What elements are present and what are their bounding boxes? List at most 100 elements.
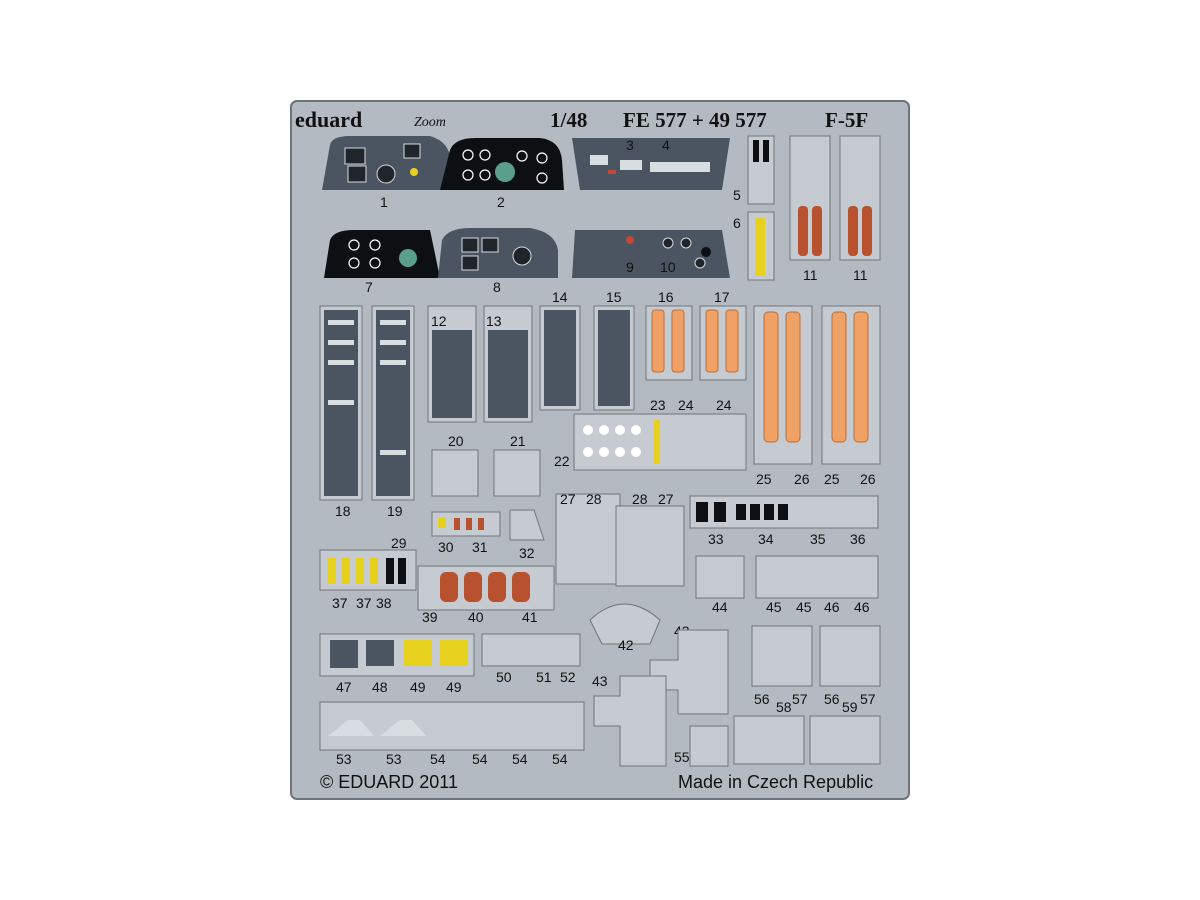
part-14-panel — [539, 305, 581, 411]
part-label-51: 51 — [536, 669, 552, 685]
part-label-45a: 45 — [766, 599, 782, 615]
catalog-number: FE 577 + 49 577 — [623, 108, 767, 132]
part-label-43b: 43 — [592, 673, 608, 689]
part-label-39: 39 — [422, 609, 438, 625]
part-label-14: 14 — [552, 289, 568, 305]
part-22-24-buckles — [573, 413, 747, 471]
part-56-57-panels-b — [819, 625, 881, 687]
part-label-19: 19 — [387, 503, 403, 519]
part-label-47: 47 — [336, 679, 352, 695]
part-8-instrument-panel — [438, 228, 558, 278]
part-15-panel — [593, 305, 635, 411]
part-58-hinge — [733, 715, 805, 765]
part-9-10-console — [572, 230, 730, 278]
model-name: F-5F — [825, 108, 868, 132]
part-label-16: 16 — [658, 289, 674, 305]
part-label-26b: 26 — [860, 471, 876, 487]
part-label-46a: 46 — [824, 599, 840, 615]
part-37-38-plates — [319, 549, 417, 591]
part-label-13: 13 — [486, 313, 502, 329]
part-label-54d: 54 — [552, 751, 568, 767]
part-label-52: 52 — [560, 669, 576, 685]
part-label-10: 10 — [660, 259, 676, 275]
part-label-36: 36 — [850, 531, 866, 547]
part-label-58: 58 — [776, 699, 792, 715]
part-label-35: 35 — [810, 531, 826, 547]
part-label-21: 21 — [510, 433, 526, 449]
part-label-53b: 53 — [386, 751, 402, 767]
part-11a-strap — [789, 135, 831, 261]
part-label-20: 20 — [448, 433, 464, 449]
part-label-28a: 28 — [586, 491, 602, 507]
part-label-12: 12 — [431, 313, 447, 329]
part-label-53a: 53 — [336, 751, 352, 767]
part-3-4-console — [572, 138, 730, 190]
part-label-22: 22 — [554, 453, 570, 469]
zoom-logo: Zoom — [414, 115, 446, 130]
part-label-56a: 56 — [754, 691, 770, 707]
part-label-57b: 57 — [860, 691, 876, 707]
copyright-text: © EDUARD 2011 — [320, 772, 458, 792]
part-53-54-plates — [319, 701, 585, 751]
part-20-strap-ends — [431, 449, 479, 497]
part-12-side-panel — [427, 305, 477, 423]
part-44-vents — [695, 555, 745, 599]
part-25-26-harness-b — [821, 305, 881, 465]
origin-text: Made in Czech Republic — [678, 772, 873, 792]
part-label-55: 55 — [674, 749, 690, 765]
part-1-instrument-panel — [322, 136, 455, 190]
part-label-42: 42 — [618, 637, 634, 653]
part-11b-strap — [839, 135, 881, 261]
part-59-hinge — [809, 715, 881, 765]
part-label-38: 38 — [376, 595, 392, 611]
part-label-56b: 56 — [824, 691, 840, 707]
part-label-32: 32 — [519, 545, 535, 561]
part-25-26-harness-a — [753, 305, 813, 465]
part-label-33: 33 — [708, 531, 724, 547]
scale-label: 1/48 — [550, 108, 587, 132]
part-label-11a: 11 — [803, 267, 818, 283]
part-label-50: 50 — [496, 669, 512, 685]
part-label-24b: 24 — [716, 397, 732, 413]
part-label-48: 48 — [372, 679, 388, 695]
photo-etch-fret: eduard Zoom 1/48 FE 577 + 49 577 F-5F 1 … — [290, 100, 910, 800]
part-label-7: 7 — [365, 279, 373, 295]
part-label-6: 6 — [733, 215, 741, 231]
part-label-37a: 37 — [332, 595, 348, 611]
part-label-18: 18 — [335, 503, 351, 519]
part-19-side-panel — [371, 305, 415, 501]
part-label-44: 44 — [712, 599, 728, 615]
part-5-lever — [747, 135, 775, 205]
part-label-41: 41 — [522, 609, 538, 625]
part-33-36-switches — [689, 495, 879, 529]
part-label-26a: 26 — [794, 471, 810, 487]
part-45-46-grilles — [755, 555, 879, 599]
part-label-29: 29 — [391, 535, 407, 551]
part-27-28-straps — [555, 493, 685, 587]
part-21-strap-ends — [493, 449, 541, 497]
part-55-bracket — [689, 725, 729, 767]
part-label-54b: 54 — [472, 751, 488, 767]
part-43b-plate — [593, 675, 667, 767]
part-30-31-switches — [431, 511, 501, 537]
part-label-37b: 37 — [356, 595, 372, 611]
part-16-belts — [645, 305, 693, 381]
part-label-24a: 24 — [678, 397, 694, 413]
part-39-41-cushions — [417, 565, 555, 611]
part-label-27a: 27 — [560, 491, 576, 507]
part-label-5: 5 — [733, 187, 741, 203]
part-label-9: 9 — [626, 259, 634, 275]
part-47-49-placards — [319, 633, 475, 677]
part-label-54a: 54 — [430, 751, 446, 767]
part-label-4: 4 — [662, 137, 670, 153]
part-label-2: 2 — [497, 194, 505, 210]
part-label-46b: 46 — [854, 599, 870, 615]
part-label-34: 34 — [758, 531, 774, 547]
part-label-49a: 49 — [410, 679, 426, 695]
part-label-17: 17 — [714, 289, 730, 305]
part-2-instrument-panel — [440, 138, 564, 190]
brand-logo: eduard — [295, 107, 362, 132]
part-label-11b: 11 — [853, 267, 868, 283]
part-label-28b: 28 — [632, 491, 648, 507]
part-label-57a: 57 — [792, 691, 808, 707]
